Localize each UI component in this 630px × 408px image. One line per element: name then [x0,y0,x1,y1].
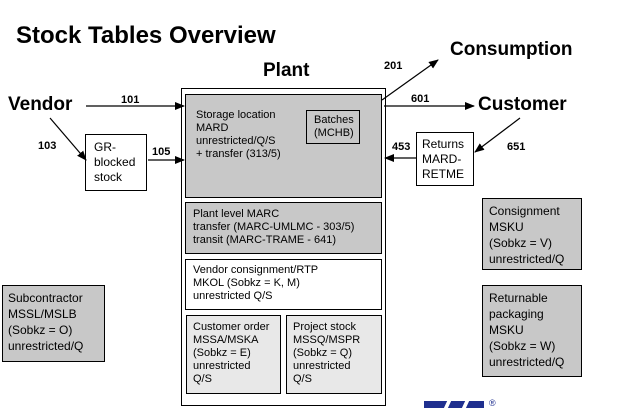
project-stock-line: MSSQ/MSPR [293,334,361,346]
movement-651: 651 [507,141,526,153]
customer-order-line: unrestricted [193,360,251,372]
registered-mark: ® [489,398,496,408]
returnable-line: MSKU [489,323,524,337]
movement-103: 103 [38,140,57,152]
customer-order-line: MSSA/MSKA [193,334,259,346]
storage-location-line: MARD [196,122,229,134]
plant-level-line: transfer (MARC-UMLMC - 303/5) [193,221,355,233]
plant-level-box: Plant level MARC transfer (MARC-UMLMC - … [185,202,382,254]
batches-box: Batches (MCHB) [306,110,360,144]
storage-location-line: Storage location [196,109,276,121]
vendor-consignment-line: Vendor consignment/RTP [193,264,319,276]
vendor-consignment-box: Vendor consignment/RTP MKOL (Sobkz = K, … [185,259,382,310]
subcontractor-box: Subcontractor MSSL/MSLB (Sobkz = O) unre… [2,285,105,362]
storage-location-line: + transfer (313/5) [196,148,281,160]
movement-201: 201 [384,60,403,72]
gr-blocked-line: GR- [94,140,116,154]
subcontractor-line: MSSL/MSLB [8,307,77,321]
vendor-label: Vendor [8,94,73,115]
customer-order-line: Q/S [193,373,212,385]
returns-box: Returns MARD- RETME [416,132,474,186]
arrow-103 [49,117,87,161]
consignment-box: Consignment MSKU (Sobkz = V) unrestricte… [482,198,582,270]
gr-blocked-box: GR- blocked stock [85,134,147,191]
movement-453: 453 [392,141,411,153]
returnable-line: (Sobkz = W) [489,339,556,353]
vendor-consignment-line: unrestricted Q/S [193,290,273,302]
customer-label: Customer [478,94,567,115]
consignment-line: Consignment [489,204,560,218]
arrow-651 [474,117,521,153]
storage-location-box: Storage location MARD unrestricted/Q/S +… [185,94,382,198]
returns-line: MARD- [422,152,462,166]
movement-601: 601 [411,93,430,105]
consignment-line: unrestricted/Q [489,252,565,266]
movement-105: 105 [152,146,171,158]
plant-level-line: Plant level MARC [193,208,280,220]
plant-level-line: transit (MARC-TRAME - 641) [193,234,337,246]
customer-order-line: (Sobkz = E) [193,347,251,359]
consumption-label: Consumption [450,39,573,60]
project-stock-line: (Sobkz = Q) [293,347,352,359]
plant-label: Plant [263,60,310,81]
movement-101: 101 [121,94,140,106]
gr-blocked-line: blocked [94,155,136,169]
batches-line: Batches [314,114,354,126]
consignment-line: (Sobkz = V) [489,236,553,250]
gr-blocked-line: stock [94,170,123,184]
batches-line: (MCHB) [314,127,354,139]
storage-location-line: unrestricted/Q/S [196,135,276,147]
vendor-consignment-line: MKOL (Sobkz = K, M) [193,277,300,289]
customer-order-line: Customer order [193,321,270,333]
logo-bar [424,401,484,408]
returns-line: RETME [422,167,464,181]
subcontractor-line: (Sobkz = O) [8,323,73,337]
returnable-packaging-box: Returnable packaging MSKU (Sobkz = W) un… [482,285,582,377]
arrow-201 [381,59,439,101]
subcontractor-line: Subcontractor [8,291,83,305]
returns-line: Returns [422,137,465,151]
returnable-line: unrestricted/Q [489,355,565,369]
returnable-line: packaging [489,307,544,321]
page-title: Stock Tables Overview [16,22,276,49]
project-stock-line: Project stock [293,321,356,333]
returnable-line: Returnable [489,291,548,305]
project-stock-line: unrestricted [293,360,351,372]
customer-order-box: Customer order MSSA/MSKA (Sobkz = E) unr… [186,315,281,394]
subcontractor-line: unrestricted/Q [8,339,84,353]
consignment-line: MSKU [489,220,524,234]
project-stock-box: Project stock MSSQ/MSPR (Sobkz = Q) unre… [286,315,382,394]
project-stock-line: Q/S [293,373,312,385]
